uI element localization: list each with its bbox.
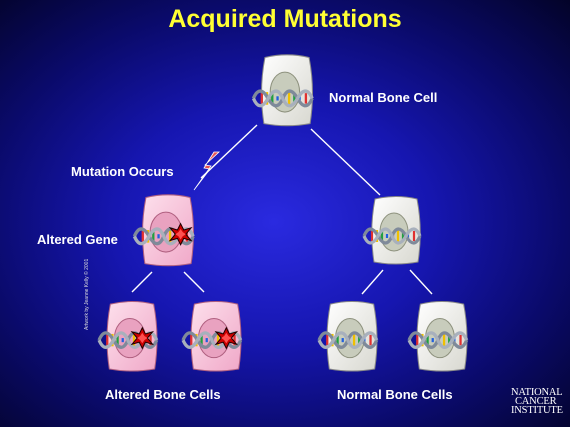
logo-line-national: NATIONAL [511,387,563,398]
connector-altered-right [183,271,205,293]
label-altered-gene: Altered Gene [37,232,118,247]
nci-logo: NATIONAL CANCER INSTITUTE [511,387,567,416]
lightning-bolt-icon [193,151,221,191]
connector-altered-left [131,271,153,293]
altered-bone-cell-bottom-left [97,300,159,372]
connector-normal-left [361,269,384,295]
label-altered-bone-cells: Altered Bone Cells [105,387,221,402]
normal-bone-cell-bottom-left [317,300,379,372]
slide-title: Acquired Mutations [168,5,402,33]
normal-bone-cell-top [251,54,314,127]
artwork-credit: Artwork by Jeanne Kelly © 2001 [84,258,90,330]
altered-bone-cell-bottom-right [181,300,243,372]
logo-line-cancer: CANCER [515,396,557,407]
normal-bone-cell-middle [362,196,422,265]
connector-right [310,128,381,196]
label-normal-bone-cell: Normal Bone Cell [329,90,438,105]
altered-bone-cell [132,194,195,267]
label-mutation-occurs: Mutation Occurs [71,164,174,179]
normal-bone-cell-bottom-right [407,300,469,372]
connector-normal-right [409,269,433,295]
logo-line-institute: INSTITUTE [511,405,563,416]
label-normal-bone-cells: Normal Bone Cells [337,387,453,402]
